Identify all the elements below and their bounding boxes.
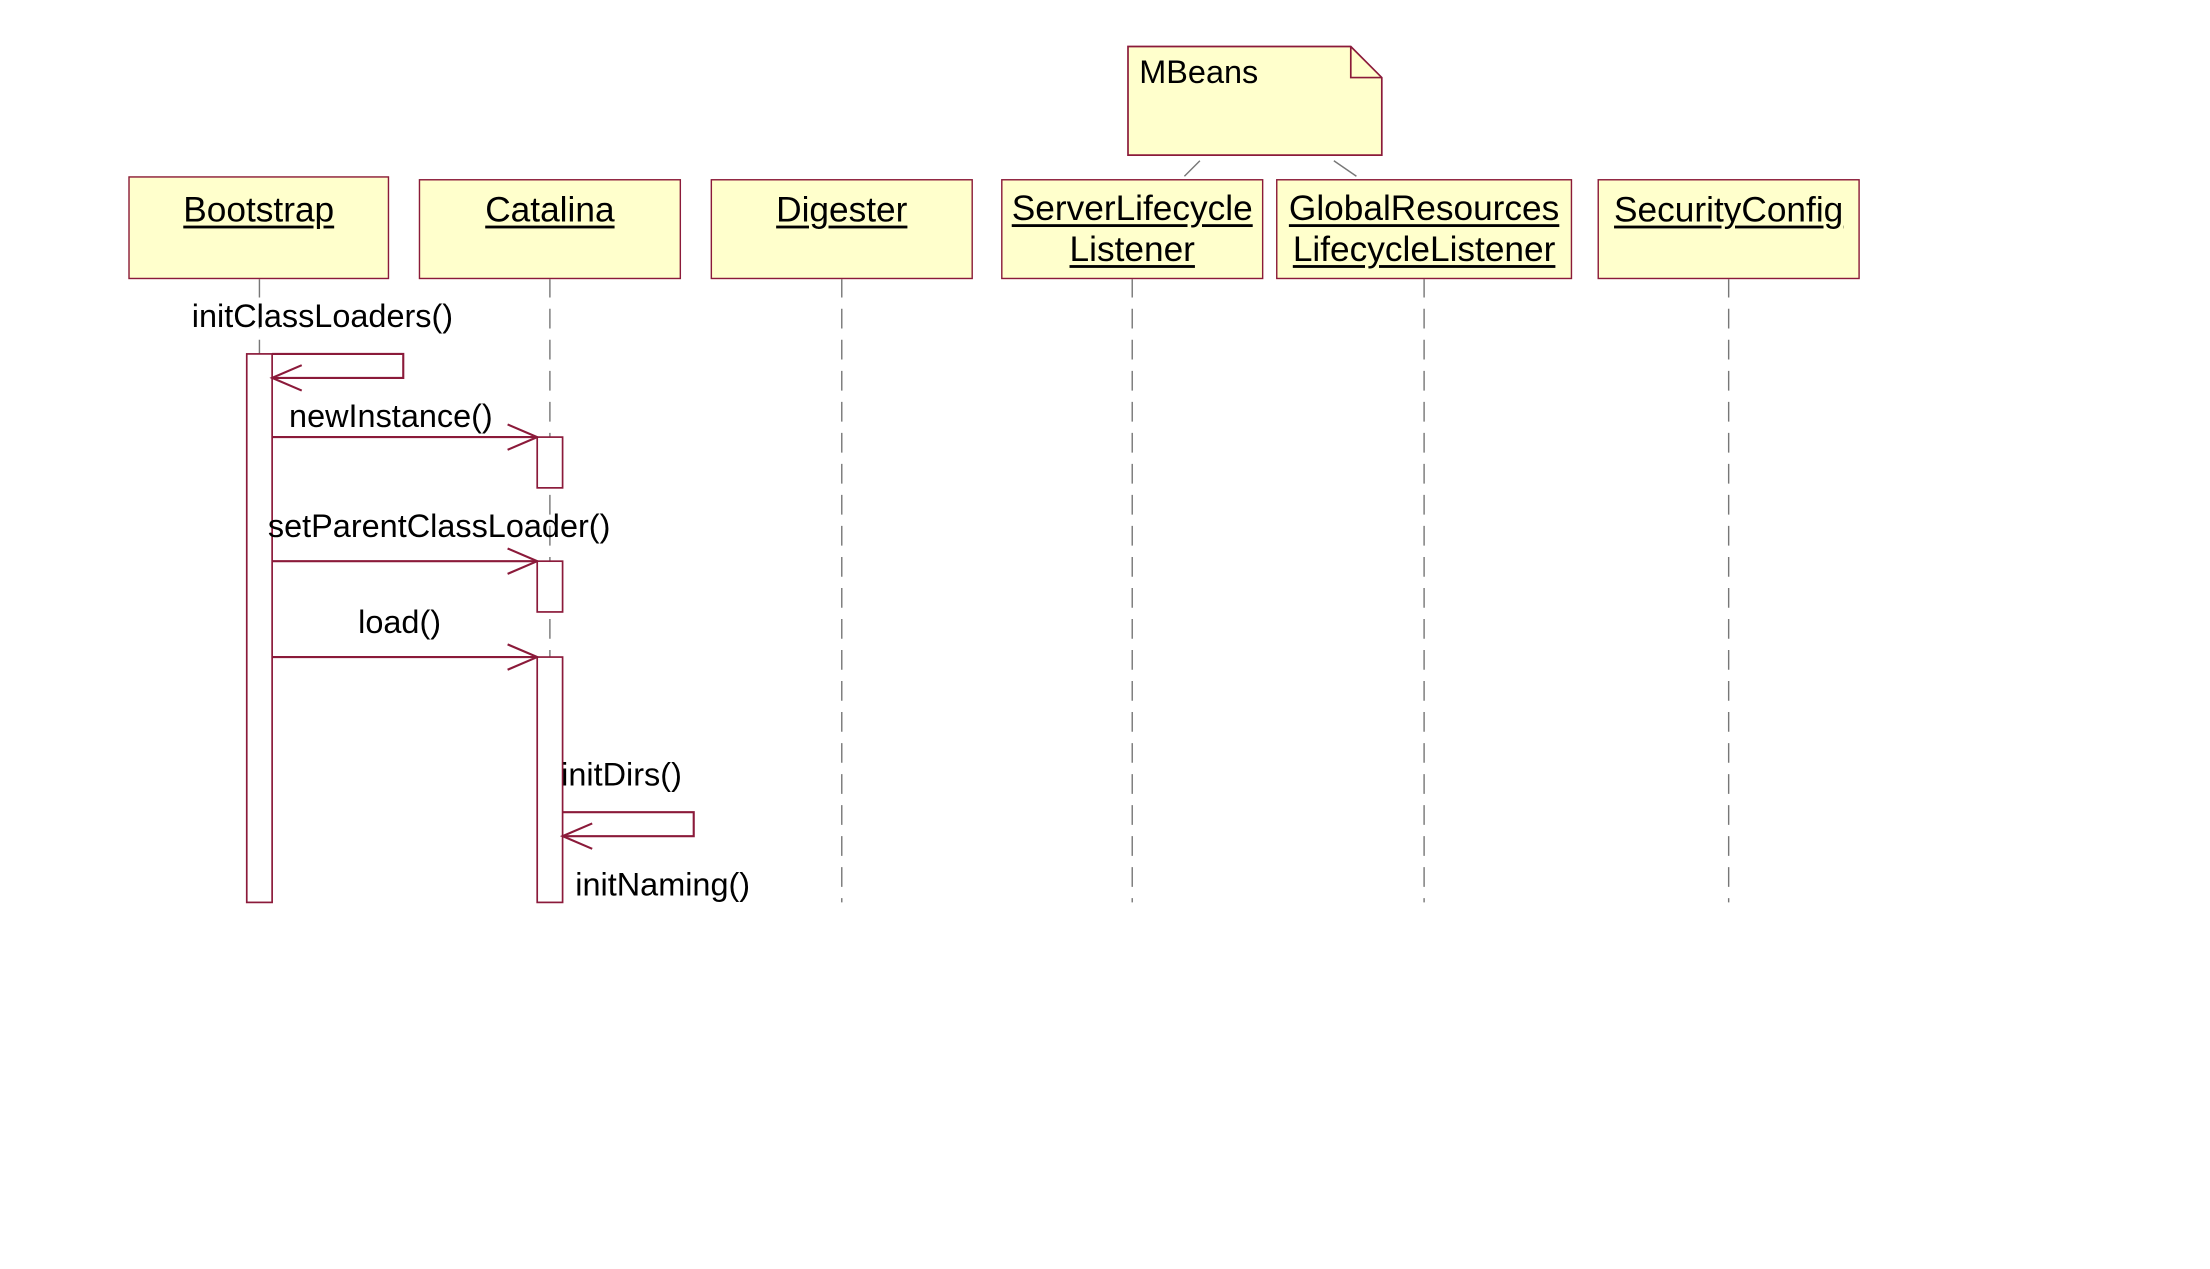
message-load-label: load() xyxy=(358,603,442,641)
object-bootstrap: Bootstrap xyxy=(128,176,390,280)
activation-catalina-load xyxy=(536,656,564,904)
message-initnaming-label: initNaming() xyxy=(575,865,751,903)
note-connector-server-lifecycle-listener xyxy=(1183,160,1201,177)
message-setparentclassloader-arrow xyxy=(272,547,540,575)
object-server-lifecycle-listener: ServerLifecycle Listener xyxy=(1001,179,1264,280)
message-initdirs-arrow xyxy=(559,811,695,850)
object-server-lifecycle-listener-label-line-2: Listener xyxy=(1069,229,1195,269)
note-connector-global-resources-lifecycle-listener xyxy=(1333,160,1357,177)
message-initdirs-label: initDirs() xyxy=(561,755,682,793)
object-global-resources-lifecycle-listener: GlobalResources LifecycleListener xyxy=(1276,179,1573,280)
message-load-arrow xyxy=(272,643,540,671)
message-newinstance-label: newInstance() xyxy=(289,397,493,435)
object-catalina-label: Catalina xyxy=(485,190,615,230)
object-security-config: SecurityConfig xyxy=(1597,179,1860,280)
note-shape xyxy=(1127,45,1383,156)
object-global-resources-lifecycle-listener-label-line-2: LifecycleListener xyxy=(1292,229,1556,269)
object-server-lifecycle-listener-label-line-1: ServerLifecycle xyxy=(1011,188,1253,228)
message-initclassloaders-label: initClassLoaders() xyxy=(191,297,454,335)
message-initclassloaders-arrow xyxy=(269,352,405,392)
activation-bootstrap xyxy=(245,353,273,904)
object-digester: Digester xyxy=(710,179,973,280)
object-catalina: Catalina xyxy=(418,179,682,280)
object-bootstrap-label: Bootstrap xyxy=(183,190,335,230)
object-digester-label: Digester xyxy=(776,190,908,230)
activation-catalina-newinstance xyxy=(536,436,564,489)
activation-catalina-setparentclassloader xyxy=(536,560,564,613)
note-fold xyxy=(1349,46,1382,79)
message-newinstance-arrow xyxy=(272,423,540,451)
object-global-resources-lifecycle-listener-label-line-1: GlobalResources xyxy=(1288,188,1560,228)
diagram-lines xyxy=(245,45,1730,904)
object-security-config-label: SecurityConfig xyxy=(1614,190,1844,230)
message-setparentclassloader-label: setParentClassLoader() xyxy=(267,507,611,545)
note-mbeans-text: MBeans xyxy=(1139,53,1259,91)
